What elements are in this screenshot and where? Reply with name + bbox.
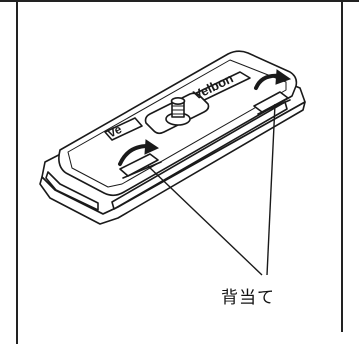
plate-top-inner-line bbox=[67, 59, 287, 188]
rotation-arrow-left-head-icon bbox=[144, 139, 160, 155]
tripod-screw-thread bbox=[171, 105, 185, 115]
backrest-right-rail bbox=[257, 99, 291, 115]
leader-line-right bbox=[266, 103, 276, 276]
rotation-arrow-right-head-icon bbox=[275, 69, 292, 85]
mark-engraving-box bbox=[104, 117, 143, 141]
backrest-callout-label: 背当て bbox=[221, 288, 275, 308]
tripod-screw-top bbox=[170, 97, 186, 106]
frame-left-border bbox=[16, 2, 18, 344]
backrest-left bbox=[119, 153, 159, 177]
plate-rail-right bbox=[111, 101, 288, 210]
mark-engraving-text: Ve bbox=[105, 122, 124, 141]
leader-line-left bbox=[147, 165, 263, 276]
rotation-arrow-left-icon bbox=[118, 144, 150, 166]
backrest-right bbox=[253, 91, 289, 113]
plate-rail-left bbox=[45, 171, 99, 211]
plate-base-edge bbox=[39, 101, 306, 225]
frame-right-border bbox=[341, 2, 343, 332]
backrest-left-rail bbox=[122, 161, 162, 179]
